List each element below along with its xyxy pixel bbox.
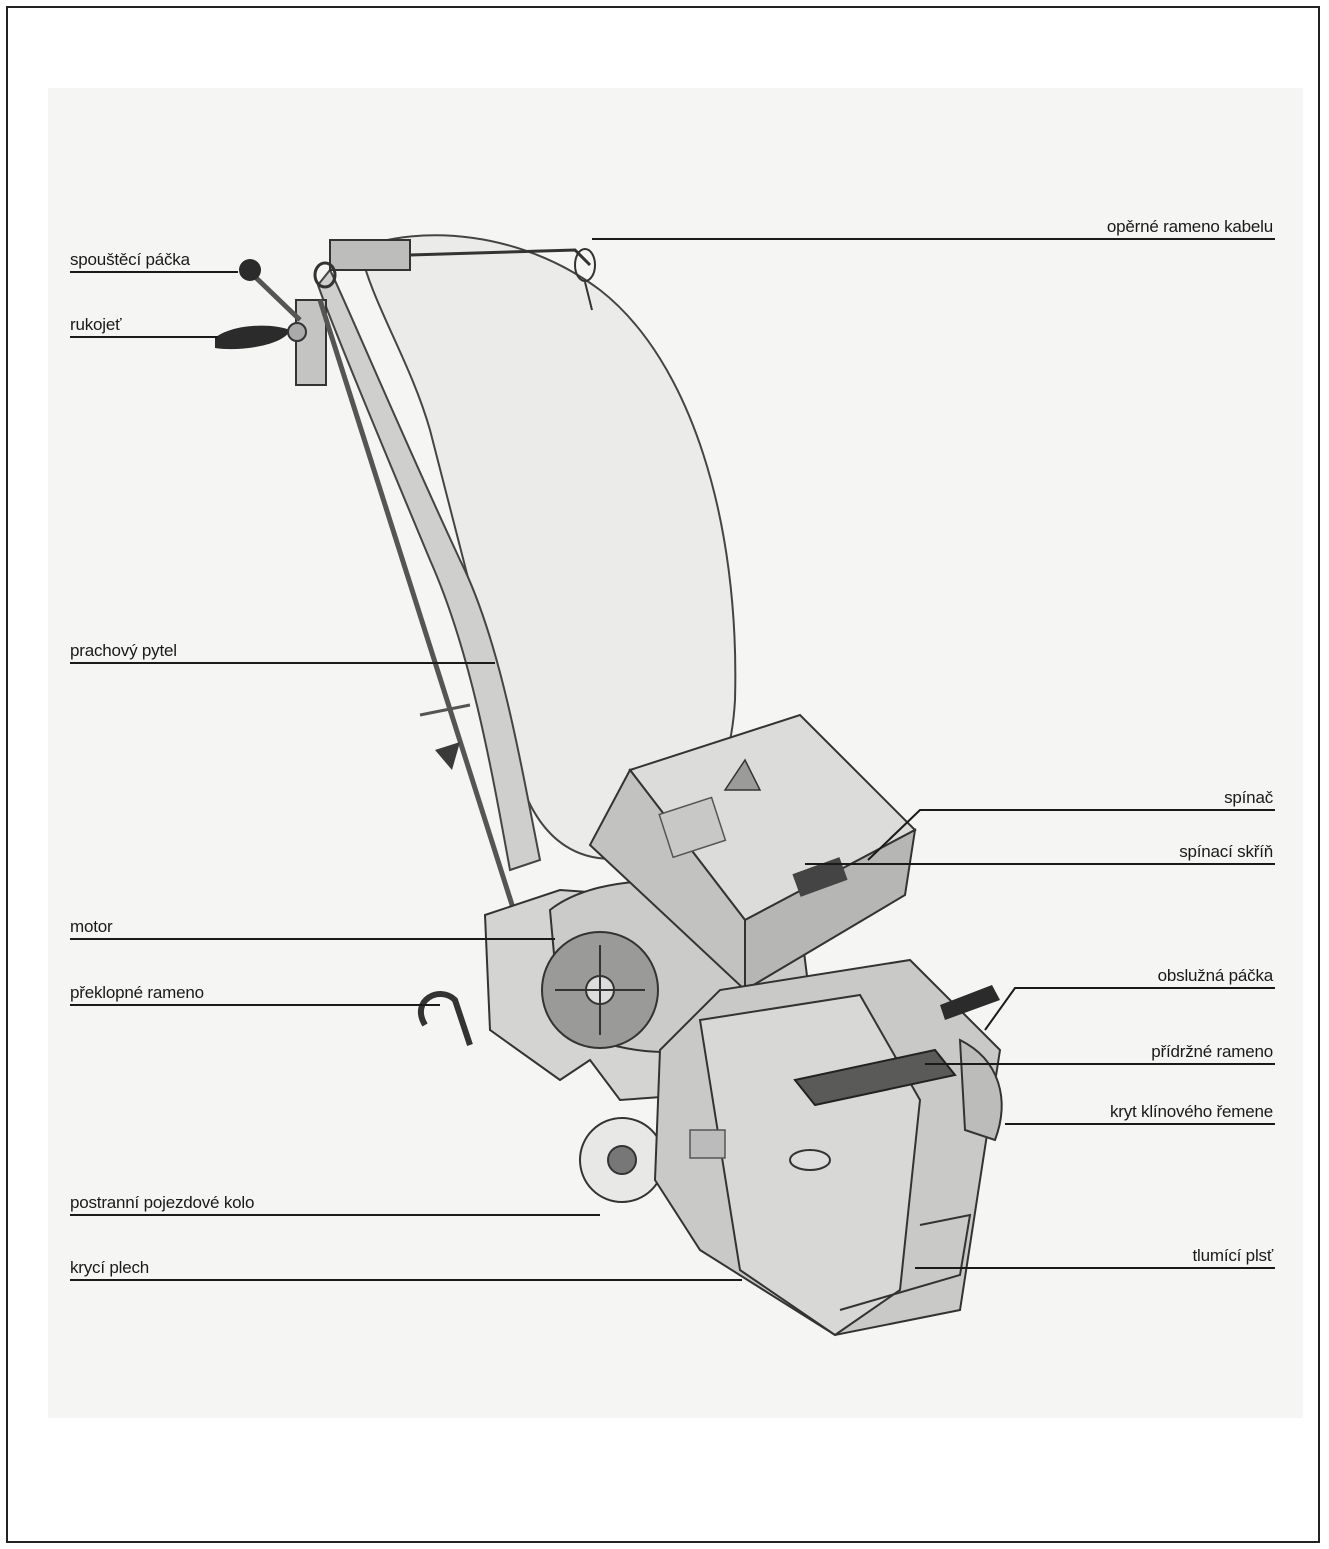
leader-switch xyxy=(867,809,1275,861)
label-holding-arm: přídržné rameno xyxy=(1151,1042,1273,1061)
label-motor: motor xyxy=(70,917,113,936)
cable-arm xyxy=(329,239,596,311)
label-switch: spínač xyxy=(1224,788,1273,807)
drum-housing xyxy=(653,958,1003,1337)
label-start-lever: spouštěcí páčka xyxy=(70,250,190,269)
label-dust-bag: prachový pytel xyxy=(70,641,177,660)
handle-grip-icon xyxy=(215,325,290,350)
warning-triangle-icon xyxy=(723,758,762,791)
label-tilting-arm: překlopné rameno xyxy=(70,983,204,1002)
start-lever-knob-icon xyxy=(239,259,261,281)
switch-box xyxy=(588,713,917,993)
label-side-wheel: postranní pojezdové kolo xyxy=(70,1193,255,1212)
handle-assembly xyxy=(215,259,523,931)
label-operating-lever: obslužná páčka xyxy=(1157,966,1274,985)
label-switch-box: spínací skříň xyxy=(1179,842,1273,861)
leader-operating-lever xyxy=(984,987,1275,1031)
vent-grille-icon xyxy=(792,857,848,897)
label-damping-felt: tlumící plsť xyxy=(1192,1246,1274,1265)
holding-arm-bar xyxy=(793,1048,957,1107)
label-cable-arm: opěrné rameno kabelu xyxy=(1106,217,1273,236)
label-cover-plate: krycí plech xyxy=(70,1258,150,1277)
label-belt-cover: kryt klínového řemene xyxy=(1109,1102,1273,1121)
operating-lever-knob-icon xyxy=(940,985,1000,1020)
label-handle: rukojeť xyxy=(70,315,122,334)
leader-lines xyxy=(70,238,1275,1281)
